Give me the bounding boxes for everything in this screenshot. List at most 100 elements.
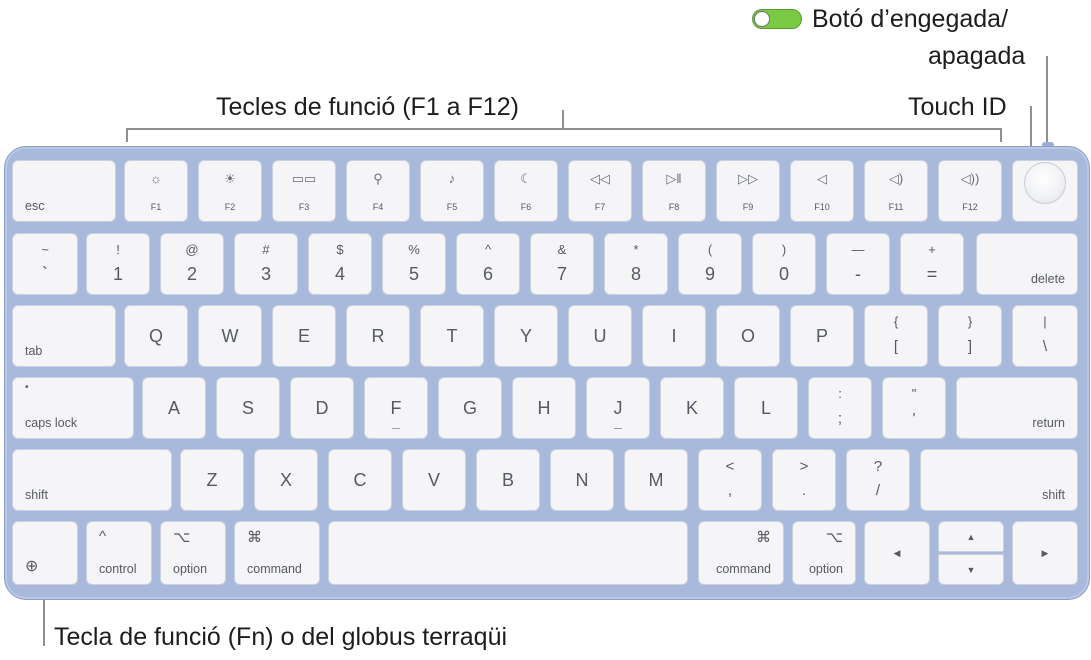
key-main-symbol: =	[926, 264, 938, 284]
key-shift-left[interactable]: shift	[12, 449, 172, 511]
key-f4[interactable]: ⚲F4	[346, 160, 410, 222]
key-number-row-5[interactable]: %5	[382, 233, 446, 295]
key-backslash[interactable]: | \	[1012, 305, 1078, 367]
key-number-row-0[interactable]: ~`	[12, 233, 78, 295]
key-comma[interactable]: < ,	[698, 449, 762, 511]
key-semicolon[interactable]: : ;	[808, 377, 872, 439]
key-letter-h[interactable]: H	[512, 377, 576, 439]
key-command-right[interactable]: ⌘ command	[698, 521, 784, 585]
key-letter-w[interactable]: W	[198, 305, 262, 367]
key-f2[interactable]: ☀F2	[198, 160, 262, 222]
key-letter-o[interactable]: O	[716, 305, 780, 367]
key-letter-u[interactable]: U	[568, 305, 632, 367]
key-arrow-right[interactable]: ▶	[1012, 521, 1078, 585]
key-command-left-label: command	[247, 562, 302, 576]
key-slash[interactable]: ? /	[846, 449, 910, 511]
arrow-left-icon: ◀	[893, 547, 901, 558]
key-quote[interactable]: " '	[882, 377, 946, 439]
key-arrow-left[interactable]: ◀	[864, 521, 930, 585]
key-letter-n[interactable]: N	[550, 449, 614, 511]
key-number-row-4[interactable]: $4	[308, 233, 372, 295]
key-number-row-6[interactable]: ^6	[456, 233, 520, 295]
key-return[interactable]: return	[956, 377, 1078, 439]
key-letter-q[interactable]: Q	[124, 305, 188, 367]
key-number-row-10[interactable]: )0	[752, 233, 816, 295]
key-number-row-9[interactable]: (9	[678, 233, 742, 295]
key-letter-l[interactable]: L	[734, 377, 798, 439]
key-shift-right[interactable]: shift	[920, 449, 1078, 511]
key-bracket-open[interactable]: { [	[864, 305, 928, 367]
key-arrow-up[interactable]: ▲	[938, 521, 1004, 552]
key-number-row-1[interactable]: !1	[86, 233, 150, 295]
key-letter-g[interactable]: G	[438, 377, 502, 439]
key-letter-v[interactable]: V	[402, 449, 466, 511]
key-shift-symbol: &	[557, 242, 567, 257]
key-f9-label: F9	[742, 202, 754, 212]
key-letter-t[interactable]: T	[420, 305, 484, 367]
key-letter-i[interactable]: I	[642, 305, 706, 367]
key-esc[interactable]: esc	[12, 160, 116, 222]
key-f1[interactable]: ☼F1	[124, 160, 188, 222]
key-number-row-7[interactable]: &7	[530, 233, 594, 295]
key-number-row-8[interactable]: *8	[604, 233, 668, 295]
key-command-left[interactable]: ⌘ command	[234, 521, 320, 585]
key-arrow-down[interactable]: ▼	[938, 554, 1004, 585]
key-shift-symbol: ~	[41, 242, 49, 257]
key-f3[interactable]: ▭▭F3	[272, 160, 336, 222]
key-letter-k[interactable]: K	[660, 377, 724, 439]
fast-forward-icon: ▷▷	[738, 171, 758, 186]
key-delete[interactable]: delete	[976, 233, 1078, 295]
key-letter-a[interactable]: A	[142, 377, 206, 439]
key-letter-j[interactable]: J	[586, 377, 650, 439]
key-number-row-12[interactable]: +=	[900, 233, 964, 295]
key-letter-label: S	[241, 397, 254, 418]
key-f10[interactable]: ◁F10	[790, 160, 854, 222]
key-letter-m[interactable]: M	[624, 449, 688, 511]
key-option-right[interactable]: ⌥ option	[792, 521, 856, 585]
key-f9[interactable]: ▷▷ F9	[716, 160, 780, 222]
globe-icon: ⊕	[25, 558, 39, 575]
key-letter-b[interactable]: B	[476, 449, 540, 511]
key-main-symbol: -	[855, 264, 861, 284]
caps-lock-indicator-icon: •	[25, 382, 29, 393]
key-shift-symbol: %	[408, 242, 420, 257]
key-f11[interactable]: ◁)F11	[864, 160, 928, 222]
key-letter-y[interactable]: Y	[494, 305, 558, 367]
key-letter-label: E	[297, 325, 310, 346]
fn-bracket-right-tick	[1000, 128, 1002, 142]
key-option-left[interactable]: ⌥ option	[160, 521, 226, 585]
toggle-knob	[754, 11, 770, 27]
key-f12[interactable]: ◁))F12	[938, 160, 1002, 222]
key-return-label: return	[1032, 416, 1065, 430]
key-letter-c[interactable]: C	[328, 449, 392, 511]
key-number-row-3[interactable]: #3	[234, 233, 298, 295]
key-letter-label: J	[613, 397, 623, 418]
key-period[interactable]: > .	[772, 449, 836, 511]
key-letter-f[interactable]: F	[364, 377, 428, 439]
key-letter-label: V	[427, 469, 440, 490]
key-f5[interactable]: ♪F5	[420, 160, 484, 222]
key-caps-lock[interactable]: • caps lock	[12, 377, 134, 439]
touch-id-sensor-icon[interactable]	[1024, 162, 1066, 204]
fn-bracket-left-tick	[126, 128, 128, 142]
key-f6[interactable]: ☾F6	[494, 160, 558, 222]
key-number-row-2[interactable]: @2	[160, 233, 224, 295]
key-space[interactable]	[328, 521, 688, 585]
key-f8[interactable]: ▷‖F8	[642, 160, 706, 222]
key-letter-r[interactable]: R	[346, 305, 410, 367]
key-backslash-main: \	[1042, 338, 1048, 355]
key-letter-e[interactable]: E	[272, 305, 336, 367]
key-bracket-close[interactable]: } ]	[938, 305, 1002, 367]
key-letter-d[interactable]: D	[290, 377, 354, 439]
key-tab[interactable]: tab	[12, 305, 116, 367]
key-letter-z[interactable]: Z	[180, 449, 244, 511]
key-letter-x[interactable]: X	[254, 449, 318, 511]
key-letter-s[interactable]: S	[216, 377, 280, 439]
key-control[interactable]: ^ control	[86, 521, 152, 585]
key-f7[interactable]: ◁◁F7	[568, 160, 632, 222]
key-number-row-11[interactable]: —-	[826, 233, 890, 295]
key-quote-shift: "	[911, 386, 917, 401]
key-main-symbol: `	[42, 264, 48, 284]
key-fn-globe[interactable]: ⊕	[12, 521, 78, 585]
key-letter-p[interactable]: P	[790, 305, 854, 367]
